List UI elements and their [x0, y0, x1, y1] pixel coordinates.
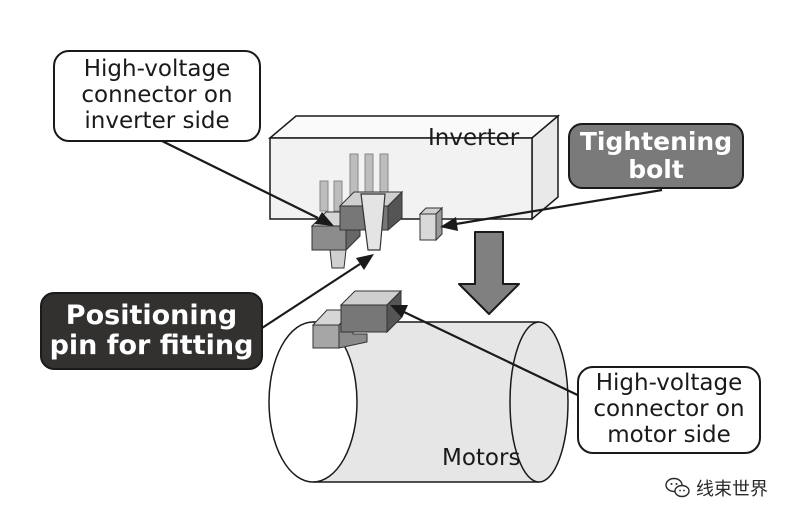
inverter-connector: [310, 153, 404, 269]
callout-inverter-connector: High-voltage connector on inverter side: [53, 50, 261, 142]
motors-label: Motors: [442, 445, 521, 471]
callout-positioning-pin: Positioning pin for fitting: [40, 292, 263, 370]
callout-motor-connector: High-voltage connector on motor side: [577, 366, 761, 454]
arrowhead-positioning-pin: [356, 254, 374, 270]
bolt-icon: [418, 206, 444, 242]
arrowhead-motor-connector: [390, 305, 408, 318]
wechat-icon: [665, 477, 690, 498]
leader-motor-connector: [403, 311, 589, 401]
down-arrow-icon: [458, 231, 520, 315]
leader-inverter-connector: [159, 139, 319, 219]
watermark: 线束世界: [664, 474, 804, 502]
leader-tightening-bolt: [455, 188, 663, 226]
arrowhead-tightening-bolt: [440, 217, 458, 231]
watermark-text: 线束世界: [696, 479, 768, 500]
motor-connector: [311, 289, 403, 349]
callout-tightening-bolt: Tightening bolt: [568, 123, 744, 189]
motor-cylinder: [268, 321, 569, 483]
arrowhead-inverter-connector: [315, 212, 334, 226]
watermark-icon-spacer: [664, 477, 690, 499]
leader-positioning-pin: [261, 263, 361, 329]
inverter-label: Inverter: [428, 125, 520, 151]
inverter-box: [267, 114, 561, 221]
leader-arrows: [159, 139, 663, 401]
